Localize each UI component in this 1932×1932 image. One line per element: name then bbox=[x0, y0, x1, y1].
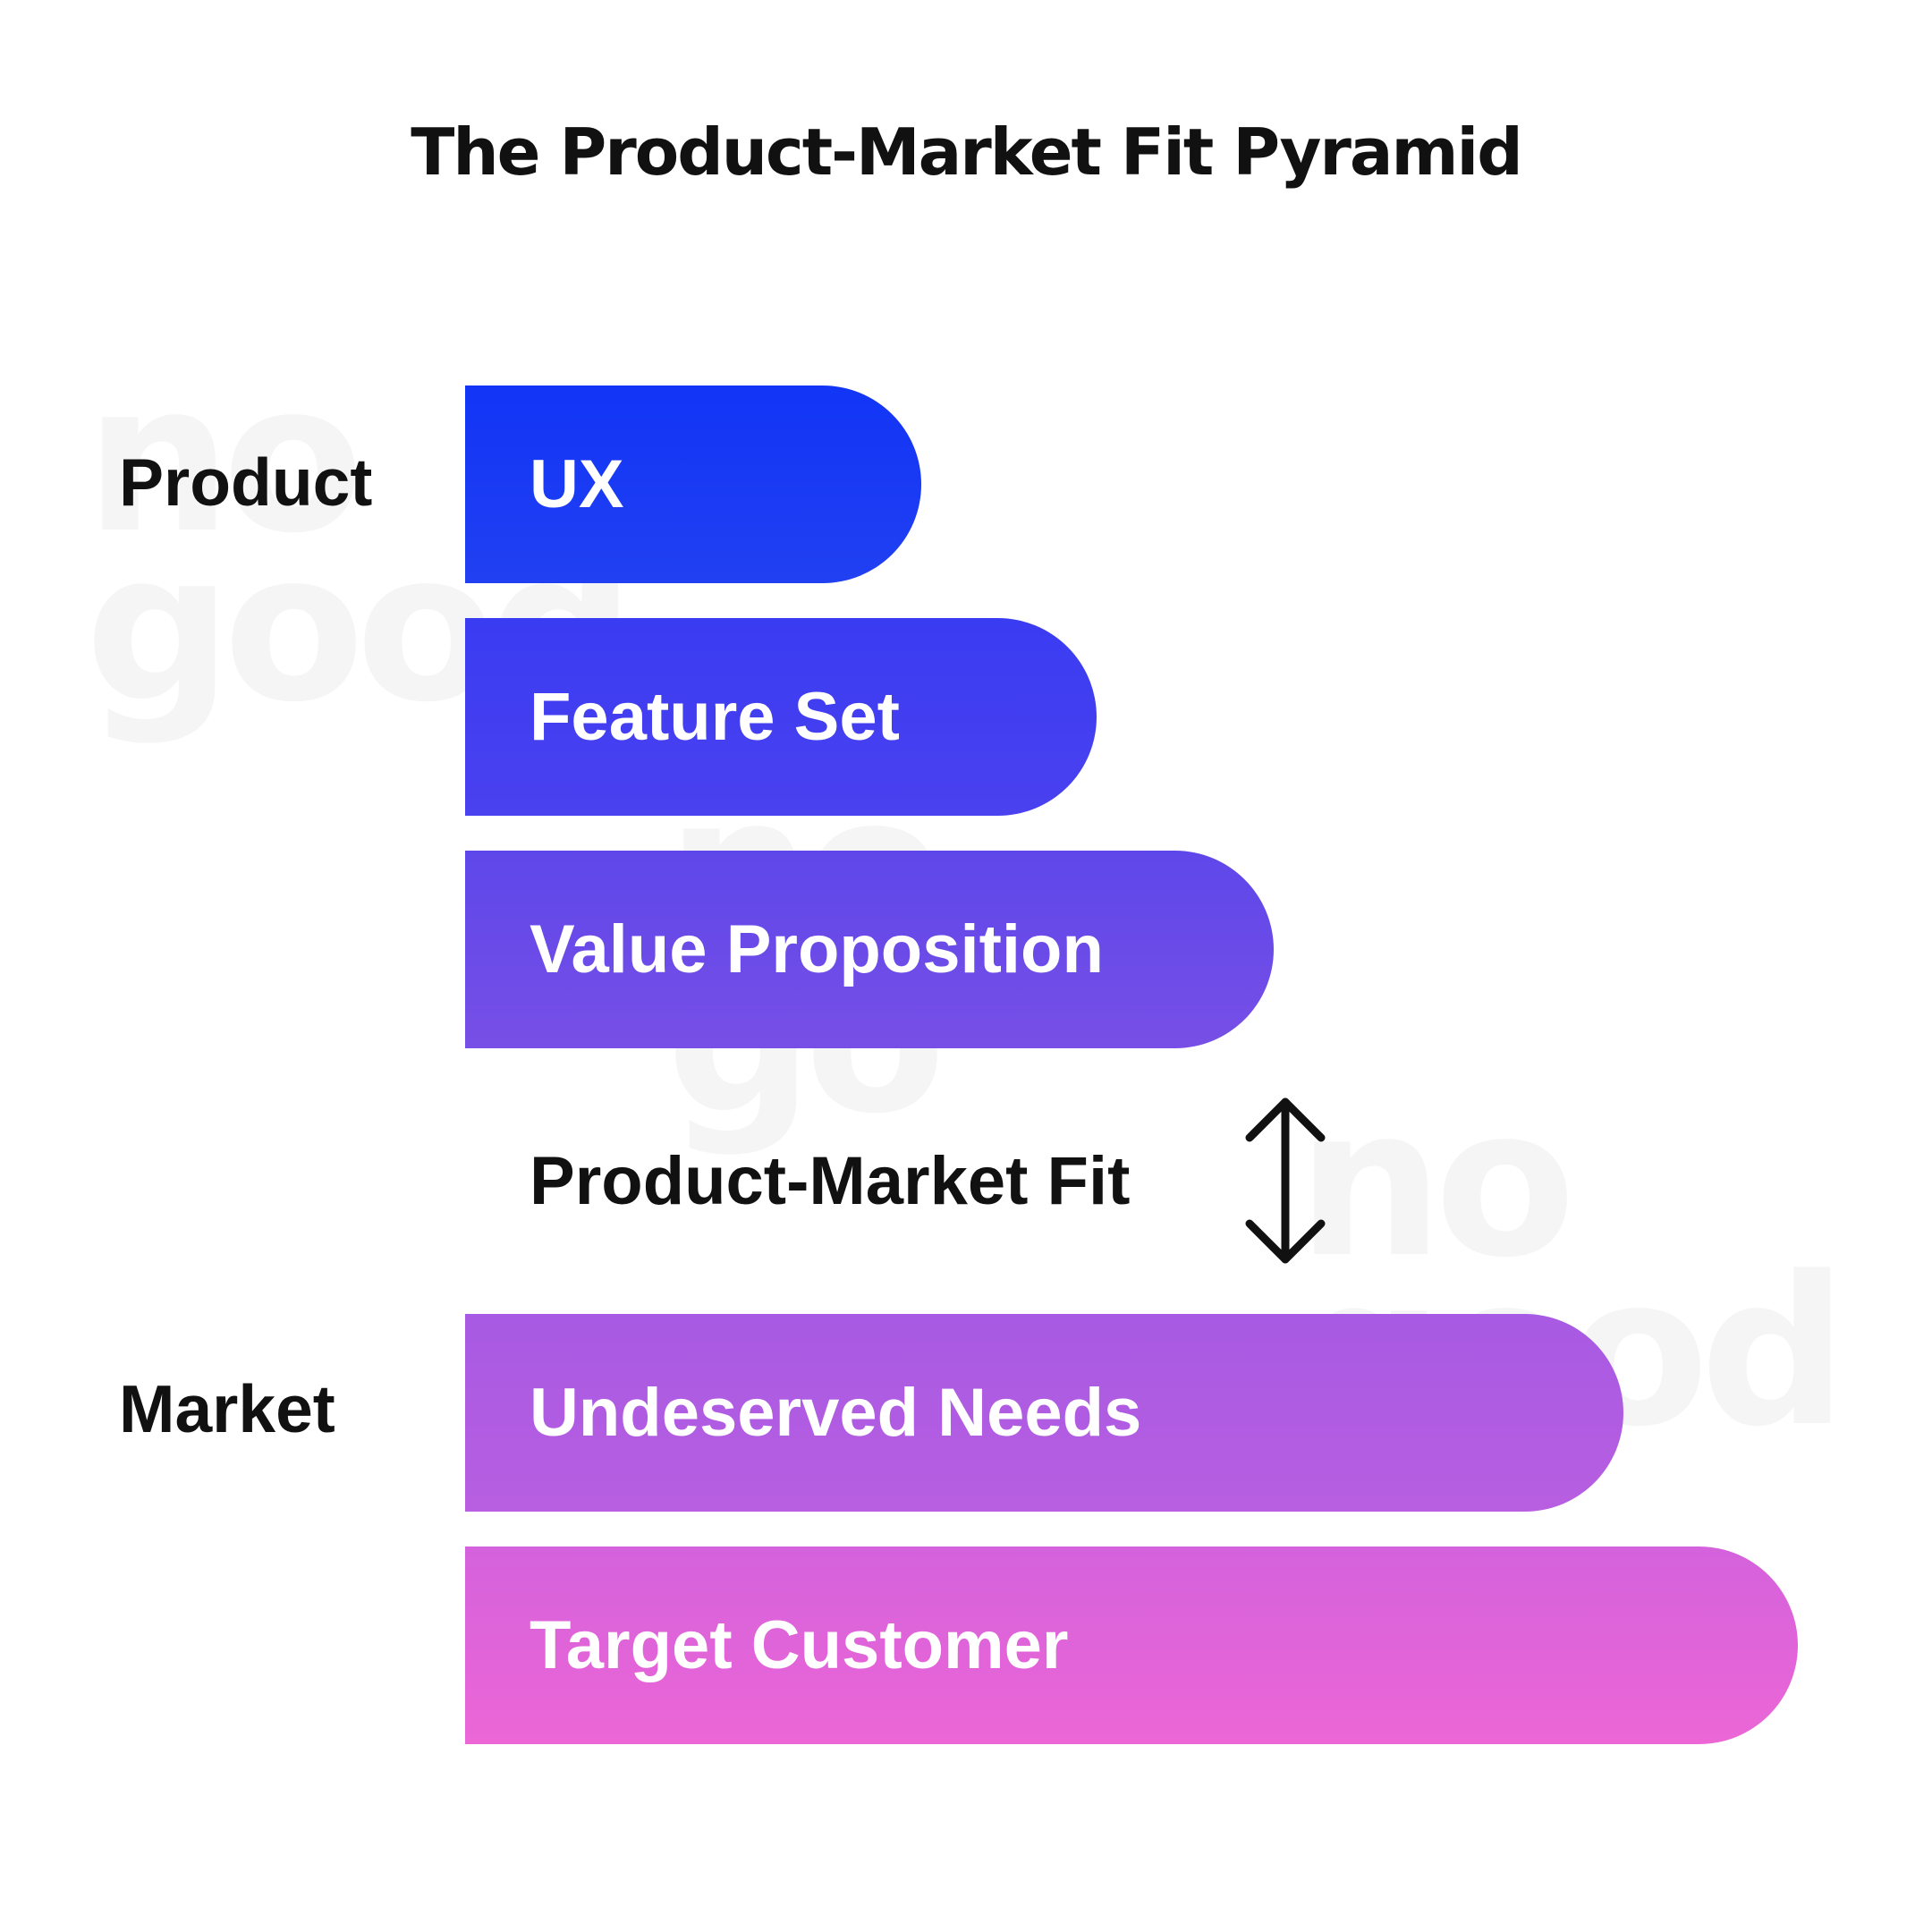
layer-undeserved-needs: Undeserved Needs bbox=[465, 1314, 1623, 1512]
layer-label: Target Customer bbox=[530, 1607, 1069, 1683]
group-label-product: Product bbox=[119, 445, 373, 520]
layer-value-proposition: Value Proposition bbox=[465, 851, 1274, 1048]
diagram-title: The Product-Market Fit Pyramid bbox=[411, 114, 1523, 190]
fit-label: Product-Market Fit bbox=[530, 1143, 1131, 1219]
layer-target-customer: Target Customer bbox=[465, 1546, 1798, 1744]
layer-label: Feature Set bbox=[530, 679, 900, 755]
layer-label: UX bbox=[530, 446, 624, 522]
group-label-market: Market bbox=[119, 1371, 335, 1446]
layer-ux: UX bbox=[465, 386, 921, 583]
double-vertical-arrow-icon bbox=[1245, 1097, 1326, 1264]
layer-label: Value Proposition bbox=[530, 911, 1104, 987]
layer-feature-set: Feature Set bbox=[465, 618, 1097, 816]
layer-label: Undeserved Needs bbox=[530, 1375, 1142, 1451]
